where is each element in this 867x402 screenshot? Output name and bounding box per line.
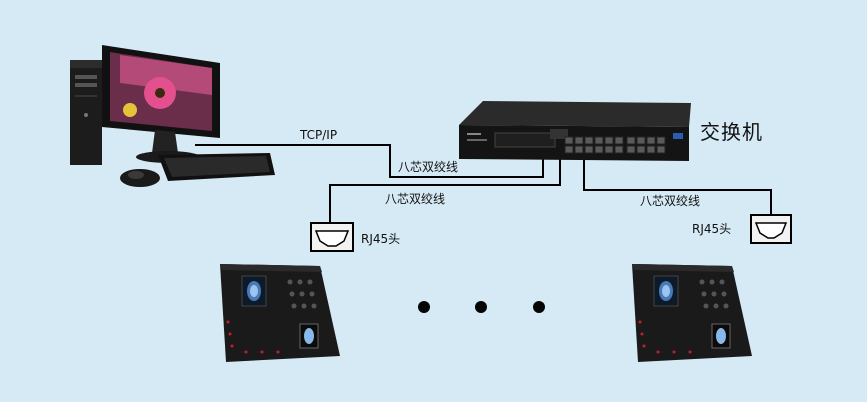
ellipsis-dot	[475, 301, 487, 313]
desktop-computer-icon	[70, 45, 275, 187]
rj45-connector-icon	[750, 214, 792, 244]
face-recognition-terminal-icon	[220, 264, 340, 362]
label-rj45-left: RJ45头	[361, 232, 401, 246]
label-cable-left: 八芯双绞线	[385, 192, 446, 206]
rj45-connector-icon	[310, 222, 354, 252]
label-cable-computer: 八芯双绞线	[398, 160, 459, 174]
ellipsis-dot	[418, 301, 430, 313]
face-recognition-terminal-icon	[632, 264, 752, 362]
label-cable-right: 八芯双绞线	[640, 194, 701, 208]
cable-switch-right-terminal	[583, 160, 772, 216]
cable-computer-switch	[195, 144, 544, 178]
network-switch-icon	[459, 101, 691, 161]
label-rj45-right: RJ45头	[692, 222, 732, 236]
cable-switch-left-terminal	[329, 150, 561, 222]
label-switch: 交换机	[700, 120, 763, 144]
ellipsis-dot	[533, 301, 545, 313]
label-tcp-ip: TCP/IP	[300, 128, 338, 142]
